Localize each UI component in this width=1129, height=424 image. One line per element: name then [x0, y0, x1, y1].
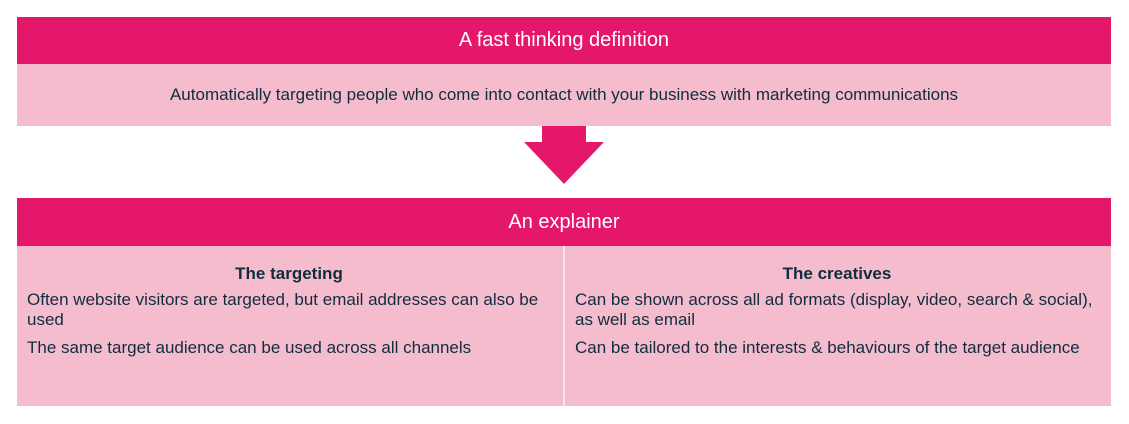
creatives-item: Can be shown across all ad formats (disp…	[575, 290, 1093, 329]
targeting-column: The targeting Often website visitors are…	[17, 246, 563, 406]
targeting-title: The targeting	[235, 264, 343, 283]
targeting-item: Often website visitors are targeted, but…	[27, 290, 539, 329]
explainer-title: An explainer	[508, 210, 620, 233]
targeting-item: The same target audience can be used acr…	[27, 338, 472, 357]
creatives-column: The creatives Can be shown across all ad…	[563, 246, 1111, 406]
definition-text: Automatically targeting people who come …	[169, 85, 959, 104]
down-arrow-icon	[524, 126, 604, 184]
definition-body: Automatically targeting people who come …	[17, 64, 1111, 126]
explainer-header: An explainer	[17, 198, 1111, 246]
explainer-body: The targeting Often website visitors are…	[17, 246, 1111, 406]
creatives-item: Can be tailored to the interests & behav…	[575, 338, 1080, 357]
creatives-title: The creatives	[782, 264, 892, 283]
definition-title: A fast thinking definition	[458, 29, 670, 51]
definition-header: A fast thinking definition	[17, 17, 1111, 64]
